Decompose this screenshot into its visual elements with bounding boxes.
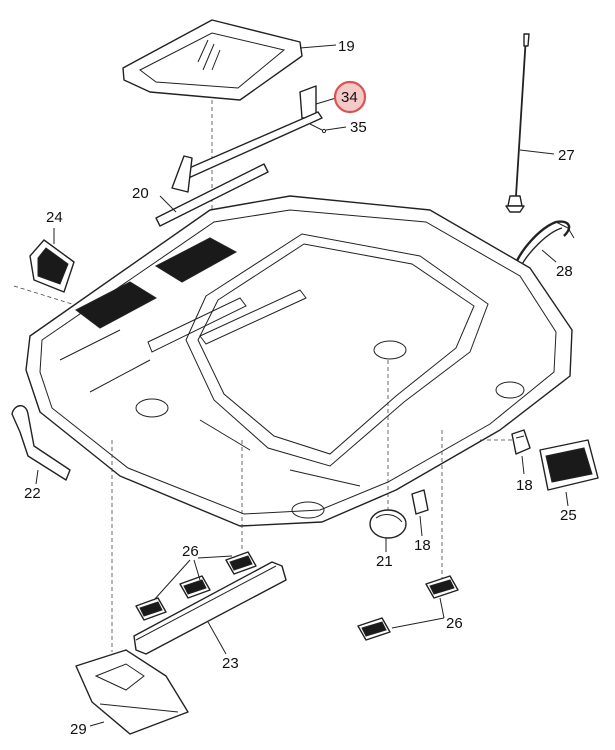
part-24-bezel[interactable] [29, 239, 75, 293]
part-26-clips-upper[interactable] [135, 551, 257, 621]
part-22-hose[interactable] [11, 405, 71, 481]
part-20-rod[interactable] [155, 163, 269, 227]
body-grille-right [154, 237, 238, 283]
callout-26-upper[interactable]: 26 [182, 543, 199, 560]
callout-35[interactable]: 35 [350, 119, 367, 136]
callout-26-lower[interactable]: 26 [446, 615, 463, 632]
callout-20[interactable]: 20 [132, 185, 149, 202]
callout-21[interactable]: 21 [376, 553, 393, 570]
callout-34[interactable]: 34 [341, 89, 358, 106]
part-21-cap[interactable] [369, 509, 407, 539]
callout-25[interactable]: 25 [560, 507, 577, 524]
callout-24[interactable]: 24 [46, 209, 63, 226]
callout-29[interactable]: 29 [70, 721, 87, 738]
part-26-clips-lower[interactable] [357, 575, 459, 641]
part-27-antenna[interactable] [505, 33, 530, 213]
callout-18-center[interactable]: 18 [414, 537, 431, 554]
part-19-glass-panel[interactable] [122, 19, 303, 101]
headliner-body[interactable] [25, 195, 573, 527]
callout-28[interactable]: 28 [556, 263, 573, 280]
callout-18-right[interactable]: 18 [516, 477, 533, 494]
body-grille-left [75, 281, 158, 329]
part-29-console[interactable] [75, 649, 189, 735]
callout-27[interactable]: 27 [558, 147, 575, 164]
callout-23[interactable]: 23 [222, 655, 239, 672]
callout-labels: 19 34 35 20 27 24 28 22 18 25 21 18 26 2… [24, 38, 577, 738]
part-18-clip-center[interactable] [411, 489, 429, 515]
callout-19[interactable]: 19 [338, 38, 355, 55]
callout-22[interactable]: 22 [24, 485, 41, 502]
part-28-wire-harness[interactable] [512, 220, 575, 269]
part-18-clip-right[interactable] [511, 429, 531, 455]
part-25-vent[interactable] [539, 439, 599, 491]
part-23-trim-strip[interactable] [133, 561, 287, 655]
part-35-screw[interactable] [309, 123, 327, 134]
highlight-circle-34 [333, 80, 367, 114]
part-34-deflector-bracket[interactable] [171, 85, 323, 193]
